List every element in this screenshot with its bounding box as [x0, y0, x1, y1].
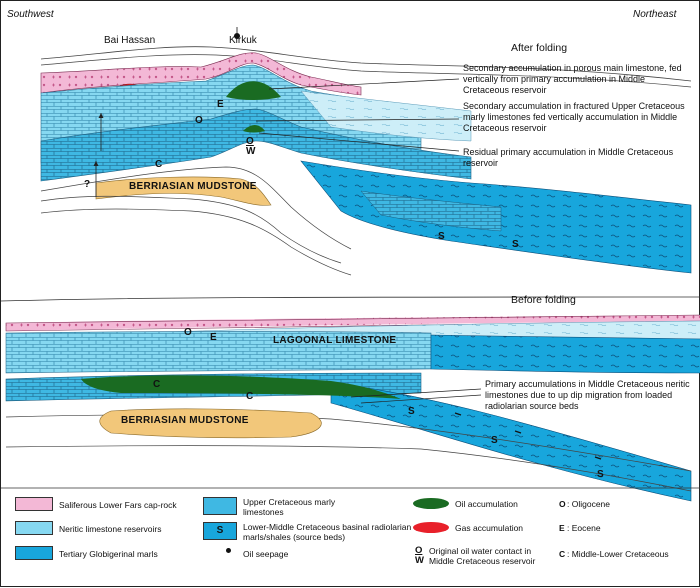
- unit-label-s3-bottom: S: [597, 469, 604, 480]
- abbrev-label-c: : Middle-Lower Cretaceous: [567, 549, 669, 559]
- legend-label-owc: Original oil water contact in Middle Cre…: [429, 546, 536, 566]
- berriasian-top-label: BERRIASIAN MUDSTONE: [129, 181, 257, 192]
- after-folding-section: [40, 27, 692, 276]
- legend-label-upper-cretaceous: Upper Cretaceous marly limestones: [243, 497, 336, 517]
- legend-swatch-oil: [413, 498, 449, 509]
- unit-label-o: O: [195, 115, 203, 126]
- note-residual-primary: Residual primary accumulation in Middle …: [463, 147, 674, 168]
- unit-label-ow-o: O: [246, 136, 254, 147]
- place-kirkuk: Kirkuk: [229, 35, 257, 46]
- note-primary-accumulations: Primary accumulations in Middle Cretaceo…: [485, 379, 690, 411]
- abbrev-key-e: E: [559, 523, 565, 533]
- legend-label-caprock: Saliferous Lower Fars cap-rock: [59, 500, 177, 510]
- legend-swatch-upper-cretaceous: [203, 497, 237, 515]
- legend-swatch-source-beds: S: [203, 522, 237, 540]
- legend-label-source-beds: Lower-Middle Cretaceous basinal radiolar…: [243, 522, 412, 542]
- unit-label-e-bottom: E: [210, 332, 217, 343]
- before-folding-section: [5, 314, 700, 502]
- abbrev-key-o: O: [559, 499, 566, 509]
- oil-seepage-icon: [226, 548, 231, 553]
- legend-swatch-caprock: [15, 497, 53, 511]
- legend-label-gas: Gas accumulation: [455, 523, 524, 533]
- legend-swatch-neritic: [15, 521, 53, 535]
- unit-label-s1-bottom: S: [408, 406, 415, 417]
- abbrev-key-c: C: [559, 549, 566, 559]
- unit-label-o-bottom: O: [184, 327, 192, 338]
- unit-label-c2-bottom: C: [246, 391, 254, 402]
- after-folding-title: After folding: [511, 42, 568, 54]
- direction-northeast: Northeast: [633, 9, 677, 20]
- note-secondary-fractured: Secondary accumulation in fractured Uppe…: [463, 101, 685, 133]
- berriasian-bottom-label: BERRIASIAN MUDSTONE: [121, 415, 249, 426]
- unit-label-c1-bottom: C: [153, 379, 161, 390]
- legend-swatch-gas: [413, 522, 449, 533]
- direction-southwest: Southwest: [7, 9, 54, 20]
- abbrev-label-o: : Oligocene: [567, 499, 610, 509]
- legend-swatch-globigerinal: [15, 546, 53, 560]
- before-folding-title: Before folding: [511, 294, 576, 306]
- unit-label-s2-bottom: S: [491, 435, 498, 446]
- legend-symbol-w: W: [415, 555, 424, 566]
- unit-label-s2: S: [512, 239, 519, 250]
- unit-label-ow-w: W: [246, 146, 256, 157]
- unit-label-e: E: [217, 99, 224, 110]
- place-bai-hassan: Bai Hassan: [104, 35, 156, 46]
- legend-label-neritic: Neritic limestone reservoirs: [59, 524, 162, 534]
- legend-label-globigerinal: Tertiary Globigerinal marls: [59, 549, 158, 559]
- abbrev-label-e: : Eocene: [567, 523, 601, 533]
- legend-label-oil: Oil accumulation: [455, 499, 518, 509]
- lagoonal-limestone-label: LAGOONAL LIMESTONE: [273, 335, 397, 346]
- unit-label-c: C: [155, 159, 163, 170]
- legend-symbol-o: O: [415, 545, 423, 556]
- note-secondary-porous: Secondary accumulation in porous main li…: [463, 63, 682, 95]
- unit-label-question: ?: [84, 179, 91, 190]
- unit-label-s1: S: [438, 231, 445, 242]
- legend-label-oil-seepage: Oil seepage: [243, 549, 289, 559]
